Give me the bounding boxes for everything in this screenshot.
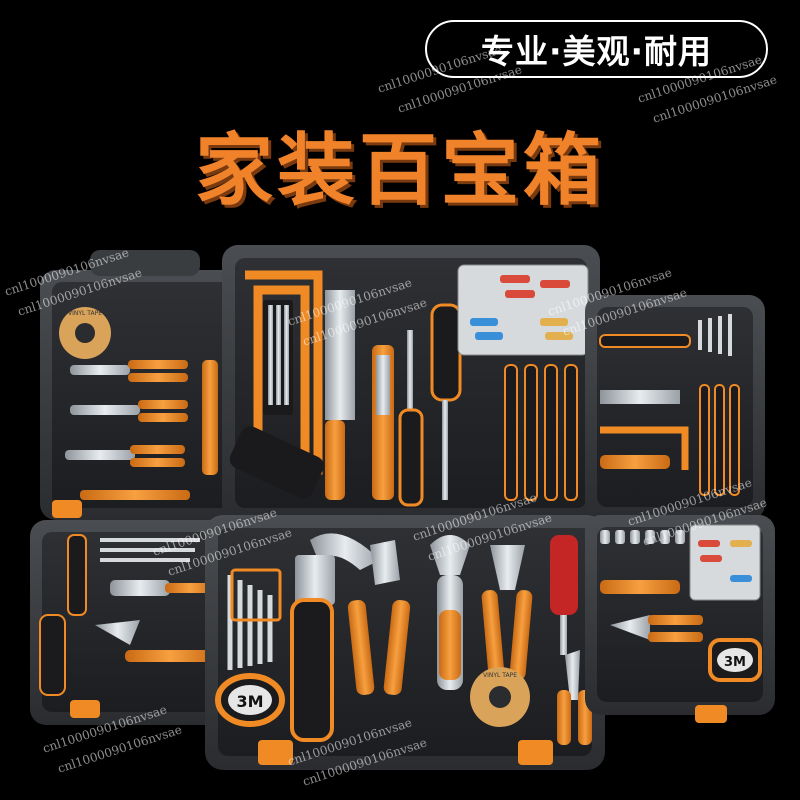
hex-keys-small — [698, 314, 732, 356]
tool-right-bar — [600, 580, 680, 594]
pliers-row-1 — [70, 360, 188, 382]
mini-hacksaw — [600, 426, 689, 470]
latch-left-lower — [70, 700, 100, 718]
vinyl-tape-center: VINYL TAPE — [470, 667, 530, 727]
tape-measure-center: 3M — [215, 673, 285, 727]
case-left-lower — [30, 520, 230, 725]
screwdriver-right — [599, 334, 691, 348]
utility-blade — [600, 390, 680, 404]
claw-hammer-handle — [290, 598, 334, 742]
tape-measure-label: 3M — [236, 692, 263, 711]
hammer-small-head — [95, 620, 140, 645]
slogan-badge: 专业·美观·耐用 — [425, 20, 768, 78]
case-right-lower: 3M — [585, 515, 775, 723]
screwdriver-large-2 — [430, 303, 462, 402]
claw-hammer-head — [310, 533, 380, 570]
latch-left — [258, 740, 293, 765]
hammer-small-handle — [125, 650, 215, 662]
case-center-upper — [222, 245, 600, 520]
hex-key-set — [227, 575, 273, 670]
parts-box-right — [689, 524, 761, 601]
headline-title: 家装百宝箱 — [194, 126, 605, 216]
tester-screwdriver — [325, 420, 345, 500]
adjustable-wrench-small — [110, 580, 170, 596]
case-right-upper — [585, 295, 765, 520]
vinyl-tape-label-2: VINYL TAPE — [483, 672, 517, 679]
tape-measure-right-label: 3M — [724, 655, 746, 670]
screwdriver-lower-left — [39, 614, 66, 696]
precision-screwdrivers-right — [699, 384, 740, 496]
precision-screwdrivers — [504, 364, 578, 501]
vinyl-tape-roll: VINYL TAPE — [59, 307, 111, 359]
case-center-lower: 3M VINYL TAPE — [205, 515, 605, 770]
latch-right — [518, 740, 553, 765]
pliers-row-3 — [65, 445, 185, 467]
adjustable-wrench-handle — [439, 610, 461, 680]
case-left-upper: VINYL TAPE — [40, 250, 245, 520]
water-pump-pliers-head — [370, 540, 400, 585]
vinyl-tape-label: VINYL TAPE — [68, 310, 102, 317]
saw-blade-pack — [325, 290, 355, 420]
tape-measure-right: 3M — [708, 638, 762, 682]
combination-pliers-head — [490, 545, 525, 590]
test-pen — [202, 360, 218, 475]
socket-set — [600, 530, 685, 544]
hex-key-set-left — [100, 538, 200, 562]
red-screwdriver-handle — [550, 535, 578, 615]
screwdriver-handle — [80, 490, 190, 500]
adjustable-wrench-head — [430, 535, 470, 575]
screwdriver-large-1 — [398, 408, 424, 507]
hacksaw-handle — [229, 426, 324, 499]
pliers-right-head — [610, 615, 650, 640]
pliers-row-2 — [70, 400, 188, 422]
latch-left-upper — [52, 500, 82, 518]
latch-right-lower — [695, 705, 727, 723]
needle-nose-pliers — [565, 650, 580, 700]
